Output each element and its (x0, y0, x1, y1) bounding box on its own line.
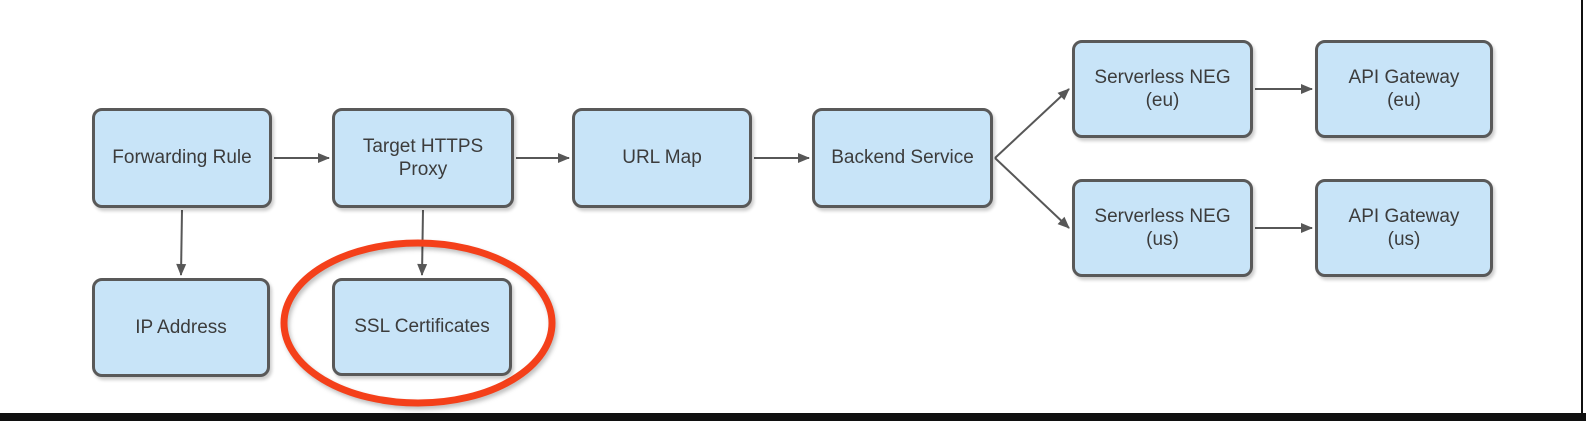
node-api-gateway-us: API Gateway (us) (1315, 179, 1493, 277)
node-backend-service: Backend Service (812, 108, 993, 208)
bottom-frame-bar (0, 413, 1586, 421)
arrow-connector (176, 209, 187, 276)
node-serverless-neg-us: Serverless NEG (us) (1072, 179, 1253, 277)
node-ssl-certificates: SSL Certificates (332, 278, 512, 376)
node-forwarding-rule: Forwarding Rule (92, 108, 272, 208)
arrow-connector (994, 157, 1070, 229)
arrow-connector (417, 209, 428, 276)
node-serverless-neg-eu: Serverless NEG (eu) (1072, 40, 1253, 138)
node-api-gateway-eu: API Gateway (eu) (1315, 40, 1493, 138)
node-url-map: URL Map (572, 108, 752, 208)
node-target-https-proxy: Target HTTPS Proxy (332, 108, 514, 208)
arrow-connector (994, 88, 1070, 159)
right-frame-line (1581, 0, 1583, 421)
node-ip-address: IP Address (92, 278, 270, 377)
